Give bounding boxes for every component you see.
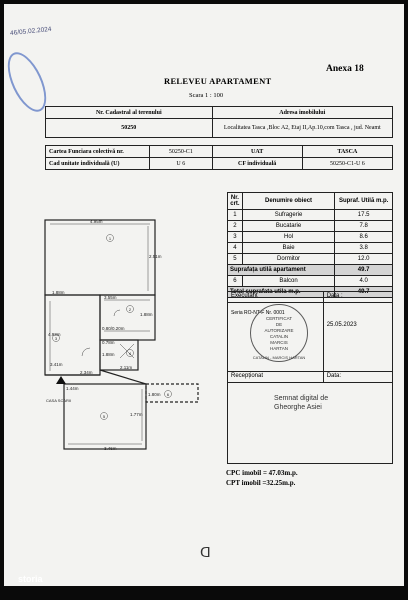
room-number: 5 — [103, 414, 106, 419]
useful-area-row: Suprafața utilă apartament 49.7 — [226, 264, 393, 276]
rooms-table: Nr. crt. Denumire obiect Supraf. Utilă m… — [226, 192, 393, 298]
cad-unit-value: U 6 — [149, 157, 213, 170]
dim-label: 1.44m — [66, 386, 79, 391]
dim-label: 2.34m — [80, 370, 93, 375]
dim-label: 4.93m — [48, 332, 61, 337]
cad-unit-label: Cad unitate individuală (U) — [44, 157, 151, 170]
dim-label: 3.41m — [50, 362, 63, 367]
col-header: Supraf. Utilă m.p. — [334, 192, 393, 210]
dim-label: 0.80/0.20m — [102, 326, 125, 331]
brand-logo: storia — [18, 574, 43, 584]
cpt-value: CPT imobil =32.25m.p. — [226, 479, 296, 487]
table-row: 5 Dormitor 12.0 — [227, 253, 393, 265]
room-nr: 4 — [227, 242, 243, 254]
carte-label: Cartea Funciara colectivă nr. — [44, 145, 151, 158]
dim-label: 4.95m — [90, 219, 103, 224]
carte-value: 50250-C1 — [149, 145, 213, 158]
dim-label: 1.77m — [130, 412, 143, 417]
stair-label: CASA SCARII — [46, 398, 71, 403]
room-number: 4 — [129, 351, 132, 356]
stamp-line: CATALIN — [269, 334, 289, 339]
room-name: Balcon — [241, 275, 336, 287]
handwritten-signature: ᗡ — [200, 545, 211, 561]
cf-value: 50250-C1-U 6 — [301, 157, 394, 170]
room-area: 12.0 — [334, 253, 393, 265]
dim-label: 2.51m — [149, 254, 162, 259]
scale-label: Scara 1 : 100 — [189, 92, 224, 99]
room-nr: 6 — [227, 275, 243, 287]
table-row: 4 Baie 3.8 — [227, 242, 393, 254]
room-nr: 2 — [227, 220, 243, 232]
executant-label: Executant — [227, 291, 324, 303]
room-area: 17.5 — [334, 209, 393, 221]
stamp-footer: CATALIN - MARCIS HARTAN — [252, 355, 306, 360]
room-nr: 5 — [227, 253, 243, 265]
room-area: 7.8 — [334, 220, 393, 232]
room-number: 6 — [167, 392, 170, 397]
entrance-arrow-icon — [56, 376, 66, 384]
cadastral-label: Nr. Cadastral al terenului — [45, 106, 213, 119]
dim-label: 1.88m — [102, 352, 115, 357]
round-stamp-icon — [250, 304, 308, 362]
room-number: 3 — [55, 336, 58, 341]
data-label: Data : — [322, 291, 394, 303]
room-area: 4.0 — [334, 275, 393, 287]
registration-table-2: Cartea Funciara colectivă nr. 50250-C1 U… — [44, 145, 394, 170]
room-nr: 1 — [227, 209, 243, 221]
registration-table: Nr. Cadastral al terenului Adresa imobil… — [45, 106, 394, 138]
dim-label: 1.88m — [52, 290, 65, 295]
stamp-line: AUTORIZARE — [264, 328, 294, 333]
col-header: Denumire obiect — [241, 192, 336, 210]
page-title: RELEVEU APARTAMENT — [164, 76, 272, 86]
stamp-line: MARCIS — [270, 340, 288, 345]
date-cell: 25.05.2023 — [322, 302, 394, 372]
dim-label: 0.78m — [102, 340, 115, 345]
receptionat-label: Recepționat — [227, 371, 324, 383]
stamp-line: DE — [275, 322, 283, 327]
cadastral-value: 50250 — [45, 118, 213, 138]
receptionat-cell — [227, 382, 393, 464]
cf-label: CF individuală — [211, 157, 303, 170]
room-name: Sufragerie — [241, 209, 336, 221]
floor-plan: 4.95m 2.51m 1.88m 3.55m 1.88m 4.93m 0.80… — [44, 219, 199, 451]
uat-value: TASCA — [301, 145, 394, 158]
receptionat-data: Data: — [322, 371, 394, 383]
room-name: Dormitor — [241, 253, 336, 265]
table-row: 1 Sufragerie 17.5 — [227, 209, 393, 221]
col-header: Nr. crt. — [227, 192, 243, 210]
room-number: 1 — [109, 236, 112, 241]
dim-label: 3.46m — [104, 446, 117, 451]
room-area: 8.6 — [334, 231, 393, 243]
stamp-line: CERTIFICAT — [265, 316, 293, 321]
dim-label: 1.88m — [140, 312, 153, 317]
room-name: Baie — [241, 242, 336, 254]
cpc-value: CPC imobil = 47.03m.p. — [226, 469, 298, 477]
dim-label: 1.80m — [148, 392, 161, 397]
address-label: Adresa imobilului — [211, 106, 394, 119]
table-row: 3 Hol 8.6 — [227, 231, 393, 243]
room-number: 2 — [129, 307, 132, 312]
date-value: 25.05.2023 — [326, 322, 357, 328]
annex-label: Anexa 18 — [326, 64, 364, 74]
useful-area-value: 49.7 — [334, 264, 393, 276]
room-nr: 3 — [227, 231, 243, 243]
room-name: Hol — [241, 231, 336, 243]
dim-label: 3.55m — [104, 295, 117, 300]
uat-label: UAT — [211, 145, 303, 158]
stamp-line: HARTAN — [269, 346, 289, 351]
dim-label: 2.11m — [120, 365, 132, 370]
table-row: 6 Balcon 4.0 — [227, 275, 393, 287]
table-row: 2 Bucatarie 7.8 — [227, 220, 393, 232]
room-area: 3.8 — [334, 242, 393, 254]
document-page: 46/05.02.2024 Anexa 18 RELEVEU APARTAMEN… — [4, 4, 404, 586]
room-name: Bucatarie — [241, 220, 336, 232]
address-value: Localitatea Tasca ,Bloc A2, Etaj II,Ap.1… — [211, 118, 394, 138]
useful-area-label: Suprafața utilă apartament — [226, 264, 336, 276]
digital-signature: Semnat digital de Gheorghe Asiei — [274, 395, 329, 411]
handwritten-date: 46/05.02.2024 — [9, 25, 52, 38]
